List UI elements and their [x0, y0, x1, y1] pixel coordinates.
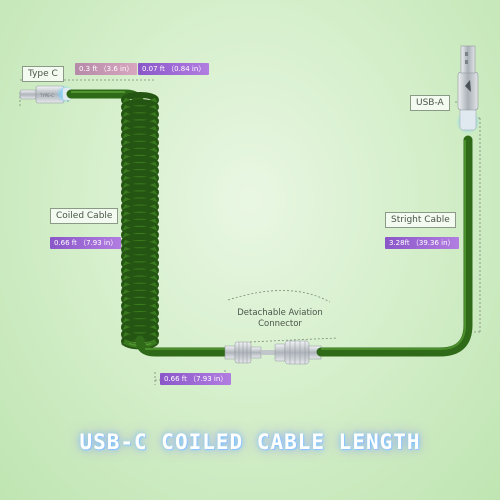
coiled-cable-coil	[121, 92, 159, 350]
type-c-plug: TYPE-C	[19, 85, 74, 104]
type-c-label: Type C	[22, 66, 64, 82]
coiled-cable-label: Coiled Cable	[50, 208, 119, 224]
svg-text:TYPE-C: TYPE-C	[39, 93, 54, 98]
aviation-caption-line1: Detachable Aviation	[237, 308, 323, 318]
stright-cable-label: Stright Cable	[385, 212, 456, 228]
measure-guides	[19, 79, 481, 385]
usb-a-label: USB-A	[410, 95, 450, 111]
coiled-length-badge: 0.66 ft （7.93 in）	[50, 237, 122, 249]
typec-plug-length-badge: 0.3 ft （3.6 in）	[75, 63, 138, 75]
aviation-connector	[224, 340, 322, 365]
aviation-connector-caption: Detachable Aviation Connector	[225, 308, 335, 330]
usb-a-plug	[456, 45, 480, 134]
aviation-caption-line2: Connector	[258, 319, 302, 329]
stright-length-badge: 3.28ft （39.36 in）	[385, 237, 459, 249]
typec-neck-length-badge: 0.07 ft （0.84 in）	[138, 63, 210, 75]
bottom-length-badge: 0.66 ft （7.93 in）	[160, 373, 232, 385]
page-title: USB-C COILED CABLE LENGTH	[79, 430, 421, 454]
